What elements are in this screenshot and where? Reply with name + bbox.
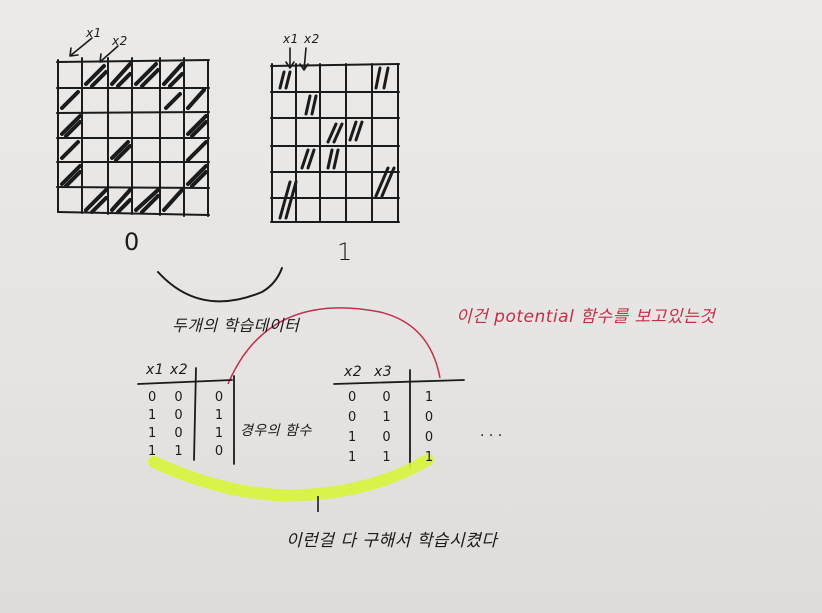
left-grid-caption: 0	[124, 228, 140, 256]
left-grid-label-x2: x2	[112, 34, 128, 48]
cell-x3: 1	[382, 450, 391, 465]
cell-x1: 1	[148, 408, 157, 423]
cell-value: 0	[214, 390, 224, 405]
cell-x2: 0	[174, 390, 183, 405]
cell-value: 0	[424, 410, 434, 425]
table-row: 1 0 1	[148, 408, 223, 423]
cell-value: 1	[214, 426, 224, 441]
left-grid-arrows	[69, 37, 119, 63]
potential-note: 이건 potential 함수를 보고있는것	[456, 307, 716, 327]
cell-value: 0	[214, 444, 224, 459]
cell-x2: 1	[348, 430, 357, 445]
cell-x2: 0	[348, 390, 357, 405]
left-table-lines	[137, 367, 235, 465]
table-row: 1 0 1	[148, 426, 223, 441]
bracket-arc	[157, 267, 283, 303]
cell-x3: 0	[382, 430, 391, 445]
right-table-header-x3: x3	[374, 364, 393, 380]
right-table-header-x2: x2	[344, 364, 363, 380]
cell-value: 1	[424, 390, 434, 405]
left-table-header-x1: x1	[146, 362, 165, 378]
table-row: 0 1 0	[348, 410, 433, 425]
right-grid-hatching	[278, 66, 396, 220]
highlighter-stroke	[148, 454, 434, 502]
cell-x2: 0	[348, 410, 357, 425]
right-grid	[270, 63, 400, 223]
left-table-header-x2: x2	[170, 362, 189, 378]
table-row: 1 1 1	[348, 450, 433, 465]
right-table-lines	[333, 369, 465, 469]
ellipsis: · · ·	[480, 428, 503, 444]
training-data-label: 두개의 학습데이터	[172, 316, 300, 335]
cell-value: 1	[214, 408, 224, 423]
cell-x1: 1	[148, 444, 157, 459]
table-row: 1 1 0	[148, 444, 223, 459]
table-row: 0 0 0	[148, 390, 223, 405]
table-row: 1 0 0	[348, 430, 433, 445]
cell-x1: 0	[148, 390, 157, 405]
right-grid-arrows	[285, 47, 309, 71]
right-grid-label-x1: x1	[283, 32, 299, 46]
left-table-side-note: 경우의 함수	[240, 423, 312, 439]
left-grid	[56, 57, 210, 217]
left-grid-label-x1: x1	[86, 26, 102, 40]
bottom-note: 이런걸 다 구해서 학습시켰다	[286, 531, 498, 551]
cell-x3: 1	[382, 410, 391, 425]
right-grid-caption: 1	[337, 238, 353, 266]
red-connector-arc	[227, 307, 441, 385]
cell-x3: 0	[382, 390, 391, 405]
cell-x2: 1	[174, 444, 183, 459]
cell-value: 0	[424, 430, 434, 445]
cell-x2: 0	[174, 408, 183, 423]
cell-x2: 1	[348, 450, 357, 465]
left-grid-hatching	[60, 62, 208, 214]
cell-x2: 0	[174, 426, 183, 441]
cell-value: 1	[424, 450, 434, 465]
cell-x1: 1	[148, 426, 157, 441]
right-grid-label-x2: x2	[304, 32, 320, 46]
table-row: 0 0 1	[348, 390, 433, 405]
